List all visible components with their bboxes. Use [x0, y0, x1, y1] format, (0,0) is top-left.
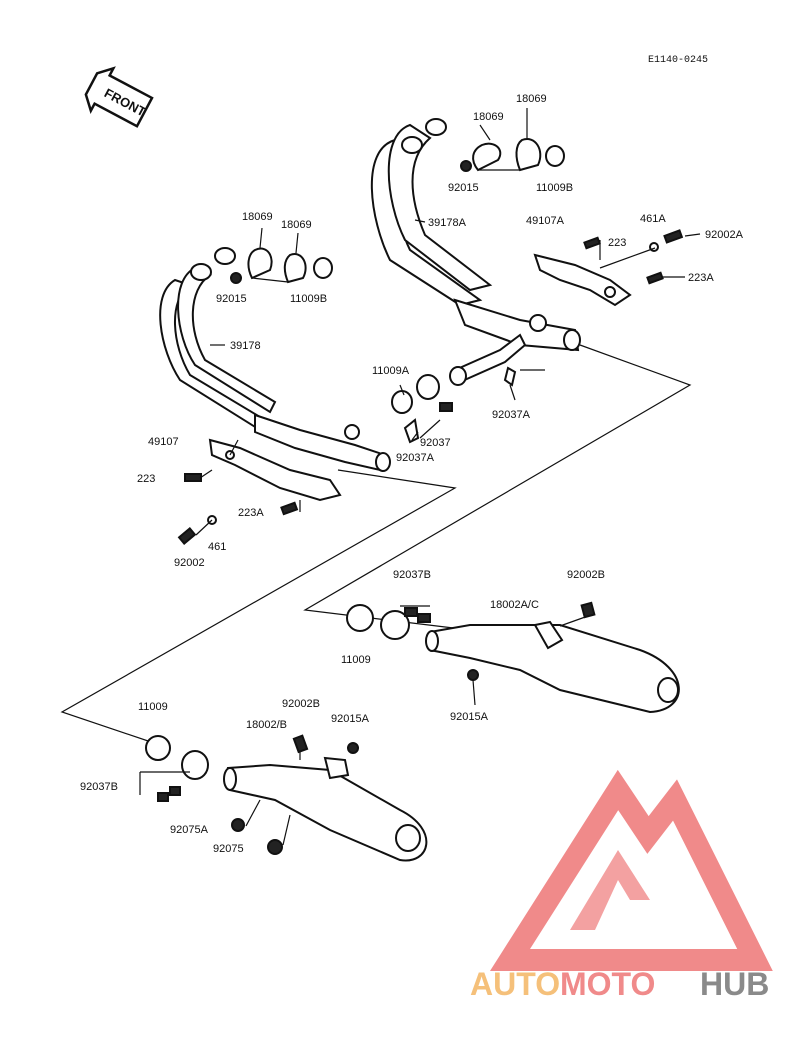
label-92075A: 92075A [170, 824, 209, 836]
label-11009B: 11009B [536, 182, 573, 194]
logo-text-moto: MOTO [560, 966, 655, 1002]
label-18002-B: 18002/B [246, 719, 287, 731]
label-92037A: 92037A [396, 452, 435, 464]
label-223: 223 [137, 473, 155, 485]
exhaust-pipe-left [159, 247, 391, 472]
label-223A: 223A [238, 507, 264, 519]
label-92015A: 92015A [331, 713, 370, 725]
label-92037A: 92037A [492, 409, 531, 421]
muffler-left [223, 734, 428, 862]
label-92037B: 92037B [393, 569, 431, 581]
label-18069: 18069 [473, 111, 504, 123]
label-39178: 39178 [230, 340, 261, 352]
logo-text-auto: AUTO [470, 966, 560, 1002]
diagram-code: E1140-0245 [648, 55, 708, 66]
label-92002B: 92002B [282, 698, 320, 710]
label-92002: 92002 [174, 557, 205, 569]
label-92002A: 92002A [705, 229, 744, 241]
label-92037: 92037 [420, 437, 451, 449]
clamp-set-right [460, 138, 565, 172]
muffler-right [425, 601, 680, 714]
exhaust-pipe-right [370, 118, 581, 386]
label-92015: 92015 [216, 293, 247, 305]
label-11009: 11009 [138, 701, 168, 713]
label-461: 461 [208, 541, 226, 553]
label-92015: 92015 [448, 182, 479, 194]
label-39178A: 39178A [428, 217, 467, 229]
label-223A: 223A [688, 272, 714, 284]
automotohub-logo: AUTO MOTO HUB [470, 769, 773, 1002]
label-18069: 18069 [281, 219, 312, 231]
gasket-group-lower [139, 735, 209, 802]
gasket-group-11009 [346, 604, 431, 640]
label-18069: 18069 [242, 211, 273, 223]
label-18002A-C: 18002A/C [490, 599, 539, 611]
label-11009B: 11009B [290, 293, 327, 305]
label-92037B: 92037B [80, 781, 118, 793]
label-11009A: 11009A [372, 365, 410, 377]
label-49107A: 49107A [526, 215, 565, 227]
clamp-set-left [230, 247, 333, 284]
label-18069: 18069 [516, 93, 547, 105]
label-92002B: 92002B [567, 569, 605, 581]
label-11009: 11009 [341, 654, 371, 666]
bracket-49107A [533, 229, 684, 307]
label-92015A: 92015A [450, 711, 489, 723]
label-92075: 92075 [213, 843, 244, 855]
label-49107: 49107 [148, 436, 179, 448]
front-arrow: FRONT [84, 66, 154, 128]
label-223: 223 [608, 237, 626, 249]
logo-text-hub: HUB [700, 966, 769, 1002]
label-461A: 461A [640, 213, 666, 225]
